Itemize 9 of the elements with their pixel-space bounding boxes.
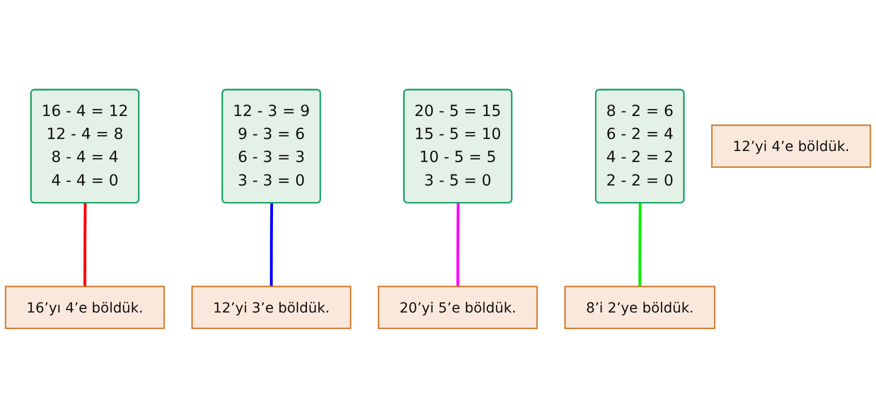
connector — [83, 203, 87, 286]
node-box: 12’yi 3’e böldük. — [191, 286, 352, 330]
connector — [270, 203, 274, 286]
connector — [638, 203, 642, 286]
node-box: 16’yı 4’e böldük. — [4, 286, 165, 330]
connector — [456, 203, 460, 286]
node-box: 12’yi 4’e böldük. — [711, 124, 872, 168]
node-box: 20’yi 5’e böldük. — [378, 286, 538, 330]
node-box: 8’i 2’ye böldük. — [564, 286, 716, 330]
